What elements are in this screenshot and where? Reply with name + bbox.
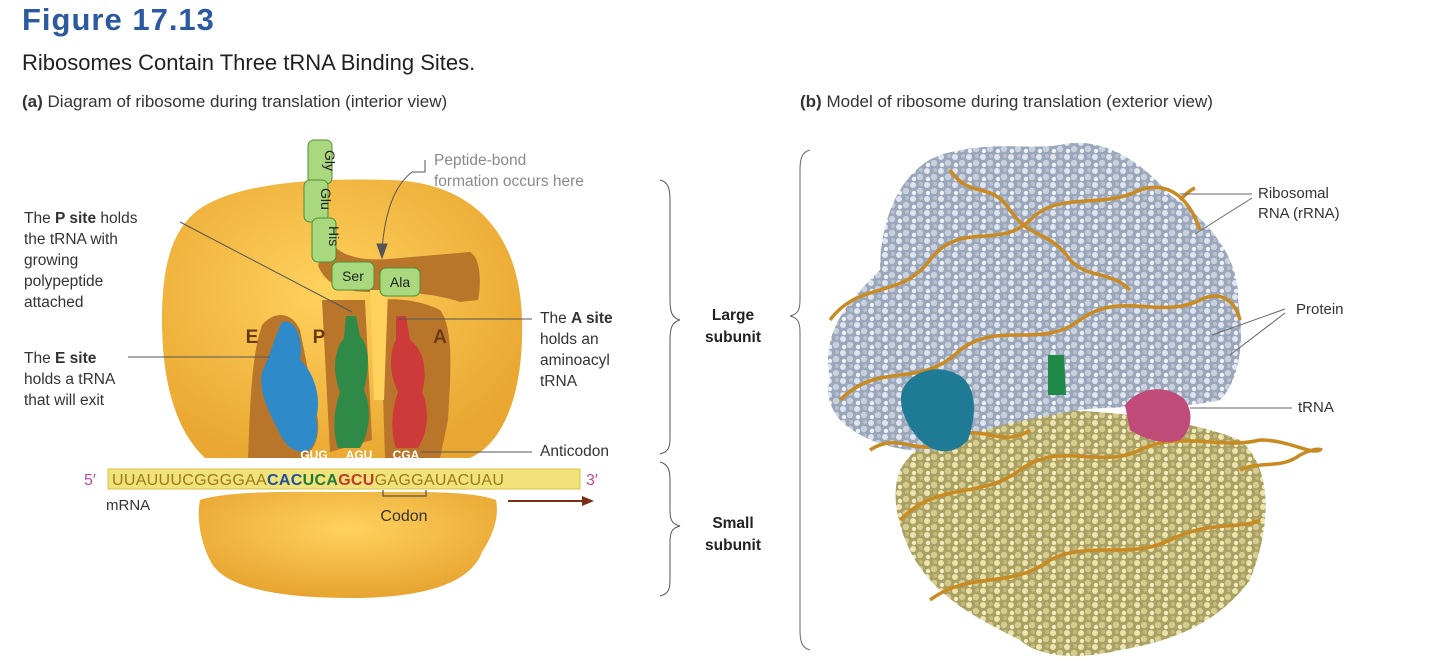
codon-label: Codon xyxy=(380,508,427,525)
amino-acid-label: Ser xyxy=(342,268,364,284)
anticodon-label: Anticodon xyxy=(540,443,609,460)
small-subunit-shape xyxy=(198,491,497,598)
a-site-first-line: The A site xyxy=(540,308,613,329)
figure-label: Figure 17.13 xyxy=(22,2,215,37)
p-site-line: growing xyxy=(24,252,79,269)
p-site-description: The P site holds the tRNA with growing p… xyxy=(24,208,137,313)
p-site-line xyxy=(179,221,353,313)
amino-acid-label: Glu xyxy=(318,188,334,210)
amino-acid-his xyxy=(311,217,337,263)
mrna-codon-p: UCA xyxy=(303,472,339,489)
mrna-sequence: UUAUUUCGGGGAACACUCAGCUGAGGAUACUAU xyxy=(112,472,504,489)
mrna-codon-e: CAC xyxy=(267,472,303,489)
panel-b-title: (b) Model of ribosome during translation… xyxy=(800,92,1213,112)
mrna-five-prime: 5′ xyxy=(84,472,96,489)
peptide-note-line xyxy=(381,160,426,251)
model-brace xyxy=(789,149,811,651)
peptide-bond-note-line: Peptide-bond xyxy=(434,152,527,169)
p-site-trna xyxy=(334,316,369,448)
rrna-label-line: RNA (rRNA) xyxy=(1258,205,1340,222)
leader-lines-b xyxy=(789,149,1292,651)
large-subunit-label: Large subunit xyxy=(688,305,778,349)
mrna-band xyxy=(107,468,581,490)
rrna-label-line: Ribosomal xyxy=(1258,185,1329,202)
amino-acid-ser xyxy=(331,261,375,291)
e-site-line: holds a tRNA xyxy=(24,371,116,388)
figure-title: Ribosomes Contain Three tRNA Binding Sit… xyxy=(22,50,476,75)
protein-line-2 xyxy=(1229,312,1286,356)
small-subunit-label: Small subunit xyxy=(688,513,778,557)
p-site-line: polypeptide xyxy=(24,273,104,290)
small-subunit-line: subunit xyxy=(705,537,761,554)
peptide-note-arrowhead xyxy=(376,243,388,260)
protein-line-1 xyxy=(1211,308,1286,336)
leader-lines-a xyxy=(128,160,681,597)
e-site-prefix: The xyxy=(24,350,56,367)
rrna-line-2 xyxy=(1194,197,1253,235)
mrna-seq-pre: UUAUUUCGGGGAA xyxy=(112,472,267,489)
p-site-prefix: The xyxy=(24,210,56,227)
peptide-bond-note-line: formation occurs here xyxy=(434,173,584,190)
e-site-first-line: The E site xyxy=(24,348,115,369)
p-site-first-line: The P site holds xyxy=(24,208,137,229)
protein-label: Protein xyxy=(1296,301,1344,318)
amino-acid-label: Gly xyxy=(322,150,338,171)
a-site-line: aminoacyl xyxy=(540,352,610,369)
panel-a-title: (a) Diagram of ribosome during translati… xyxy=(22,92,447,112)
polypeptide-chain: Gly Glu His Ser Ala xyxy=(303,139,421,297)
p-site-letter: P xyxy=(313,327,326,348)
panel-b-title-text: Model of ribosome during translation (ex… xyxy=(826,92,1213,111)
model-a-trna xyxy=(1125,389,1191,442)
model-p-trna xyxy=(1048,355,1066,395)
a-site-trna xyxy=(391,316,427,448)
small-subunit-line: Small xyxy=(712,515,754,532)
e-site-line: that will exit xyxy=(24,392,105,409)
small-subunit-brace xyxy=(659,461,681,597)
e-site-letter: E xyxy=(246,327,259,348)
mrna-strand: 5′ 3′ UUAUUUCGGGGAACACUCAGCUGAGGAUACUAU … xyxy=(84,468,598,525)
p-site-line: attached xyxy=(24,294,84,311)
a-site-line: holds an xyxy=(540,331,599,348)
p-site-bold: P site xyxy=(55,210,97,227)
panel-b-letter: (b) xyxy=(800,92,822,111)
a-site-bold: A site xyxy=(571,310,613,327)
panel-a-letter: (a) xyxy=(22,92,43,111)
p-site-line: the tRNA with xyxy=(24,231,118,248)
mrna-codon-a: GCU xyxy=(338,472,374,489)
anticodon-a: CGA xyxy=(393,448,420,462)
e-site-trna xyxy=(261,321,319,452)
mrna-label: mRNA xyxy=(106,497,150,514)
direction-arrowhead xyxy=(582,496,594,506)
anticodon-p: AGU xyxy=(346,448,373,462)
large-subunit-line: subunit xyxy=(705,329,761,346)
a-site-description: The A site holds an aminoacyl tRNA xyxy=(540,308,613,392)
large-subunit-brace xyxy=(659,179,681,455)
small-subunit-model xyxy=(895,409,1266,656)
amino-acid-label: Ala xyxy=(390,274,410,290)
panel-a-title-text: Diagram of ribosome during translation (… xyxy=(47,92,448,111)
a-site-line: tRNA xyxy=(540,373,578,390)
e-site-bold: E site xyxy=(55,350,97,367)
p-site-suffix: holds xyxy=(96,210,138,227)
ribosome-model xyxy=(828,142,1323,656)
rrna-label: Ribosomal RNA (rRNA) xyxy=(1258,184,1340,224)
a-site-prefix: The xyxy=(540,310,572,327)
amino-acid-ala xyxy=(379,267,421,297)
e-site-description: The E site holds a tRNA that will exit xyxy=(24,348,115,411)
model-e-trna xyxy=(900,369,974,452)
mrna-seq-post: GAGGAUACUAU xyxy=(375,472,505,489)
large-subunit-line: Large xyxy=(711,307,755,324)
anticodons: GUG AGU CGA xyxy=(300,448,419,462)
trna-label: tRNA xyxy=(1298,399,1334,416)
codon-bracket xyxy=(382,490,427,497)
mrna-three-prime: 3′ xyxy=(586,472,598,489)
anticodon-e: GUG xyxy=(300,448,327,462)
amino-acid-label: His xyxy=(326,226,342,246)
a-site-letter: A xyxy=(433,327,447,348)
peptide-bond-note: Peptide-bond formation occurs here xyxy=(434,150,584,192)
